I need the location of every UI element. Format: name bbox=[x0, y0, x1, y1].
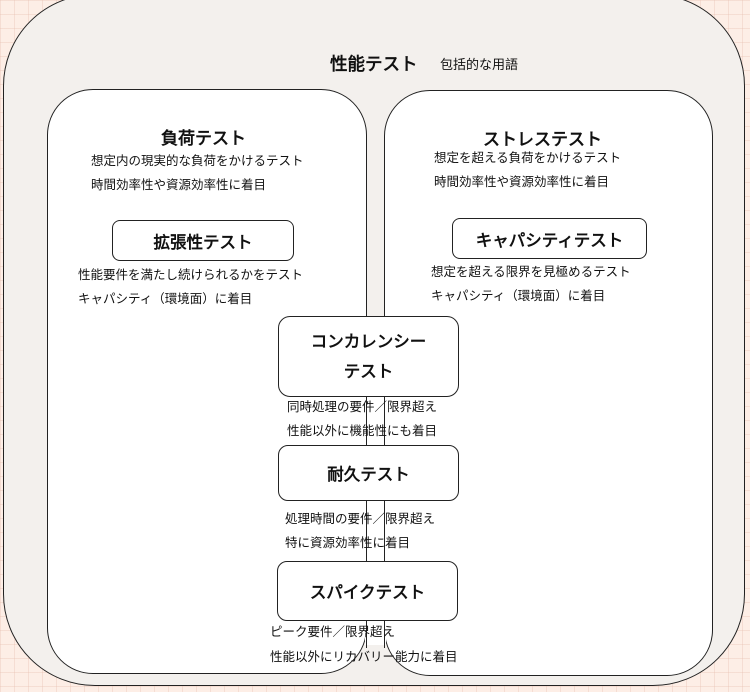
endurance-test-title: 耐久テスト bbox=[327, 465, 410, 484]
stress-test-note-2: 時間効率性や資源効率性に着目 bbox=[434, 174, 610, 189]
endurance-test-note-1: 処理時間の要件／限界超え bbox=[285, 511, 436, 526]
spike-test-title: スパイクテスト bbox=[309, 583, 426, 602]
spike-test-note-1: ピーク要件／限界超え bbox=[270, 624, 396, 639]
concurrency-test-title-line-2: テスト bbox=[343, 361, 394, 381]
scalability-test-note-2: キャパシティ（環境面）に着目 bbox=[78, 291, 253, 306]
endurance-test-note-2: 特に資源効率性に着目 bbox=[285, 535, 411, 550]
concurrency-test-box: コンカレンシー テスト bbox=[278, 316, 459, 397]
load-test-title: 負荷テスト bbox=[161, 129, 246, 149]
load-test-note-2: 時間効率性や資源効率性に着目 bbox=[91, 177, 267, 192]
capacity-test-title: キャパシティテスト bbox=[475, 230, 624, 250]
concurrency-test-title-line-1: コンカレンシー bbox=[310, 331, 427, 351]
spike-test-box: スパイクテスト bbox=[277, 561, 458, 621]
scalability-test-title: 拡張性テスト bbox=[153, 232, 253, 252]
scalability-test-note-1: 性能要件を満たし続けられるかをテスト bbox=[78, 267, 304, 282]
load-test-note-1: 想定内の現実的な負荷をかけるテスト bbox=[91, 153, 304, 168]
spike-test-note-2: 性能以外にリカバリー能力に着目 bbox=[270, 649, 458, 664]
stress-test-title: ストレステスト bbox=[483, 130, 602, 150]
capacity-test-box: キャパシティテスト bbox=[452, 218, 647, 259]
capacity-test-note-1: 想定を超える限界を見極めるテスト bbox=[431, 264, 631, 279]
concurrency-test-note-2: 性能以外に機能性にも着目 bbox=[287, 423, 438, 438]
concurrency-test-note-1: 同時処理の要件／限界超え bbox=[287, 399, 438, 414]
capacity-test-note-2: キャパシティ（環境面）に着目 bbox=[431, 288, 606, 303]
stress-test-note-1: 想定を超える負荷をかけるテスト bbox=[434, 150, 622, 165]
performance-test-title: 性能テスト bbox=[330, 55, 418, 75]
endurance-test-box: 耐久テスト bbox=[278, 445, 459, 501]
scalability-test-box: 拡張性テスト bbox=[112, 220, 294, 261]
performance-test-subtitle: 包括的な用語 bbox=[440, 58, 519, 73]
